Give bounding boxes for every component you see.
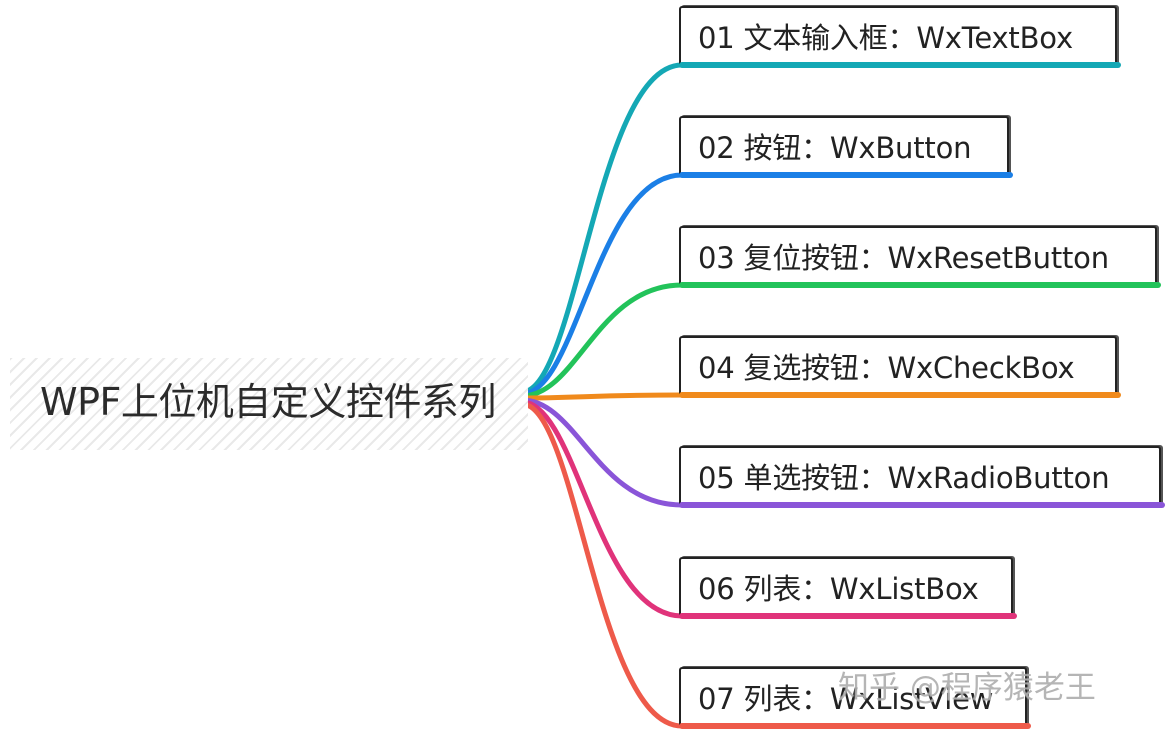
branch-node-1[interactable]: 01 文本输入框：WxTextBox	[679, 6, 1117, 64]
branch-node-4[interactable]: 04 复选按钮：WxCheckBox	[679, 336, 1117, 394]
branch-node-3[interactable]: 03 复位按钮：WxResetButton	[679, 226, 1157, 284]
branch-node-7[interactable]: 07 列表：WxListView	[679, 667, 1027, 725]
branch-underline-7	[679, 723, 1031, 729]
branch-label: 01 文本输入框：WxTextBox	[698, 21, 1073, 55]
connector-6	[519, 399, 685, 619]
branch-underline-4	[679, 392, 1121, 398]
watermark: 知乎 @程序猿老王	[838, 670, 1096, 706]
branch-node-5[interactable]: 05 单选按钮：WxRadioButton	[679, 446, 1161, 504]
connector-4	[519, 392, 685, 401]
branch-underline-2	[679, 172, 1013, 178]
branch-underline-1	[679, 62, 1121, 68]
branch-underline-3	[679, 282, 1161, 288]
root-topic-background	[10, 358, 528, 450]
branch-label: 04 复选按钮：WxCheckBox	[698, 351, 1075, 385]
branch-node-2[interactable]: 02 按钮：WxButton	[679, 116, 1009, 174]
branch-label: 06 列表：WxListBox	[698, 572, 979, 606]
root-topic[interactable]: WPF上位机自定义控件系列	[40, 380, 496, 424]
branch-label: 07 列表：WxListView	[698, 682, 994, 716]
branch-label: 03 复位按钮：WxResetButton	[698, 241, 1109, 275]
branch-underline-5	[679, 502, 1165, 508]
branch-underline-6	[679, 613, 1017, 619]
connector-3	[519, 282, 685, 399]
connector-2	[519, 172, 685, 397]
connector-1	[519, 62, 685, 395]
branch-label: 05 单选按钮：WxRadioButton	[698, 461, 1110, 495]
branch-label: 02 按钮：WxButton	[698, 131, 972, 165]
branch-node-6[interactable]: 06 列表：WxListBox	[679, 557, 1013, 615]
connector-5	[519, 397, 685, 508]
connector-7	[519, 401, 685, 729]
